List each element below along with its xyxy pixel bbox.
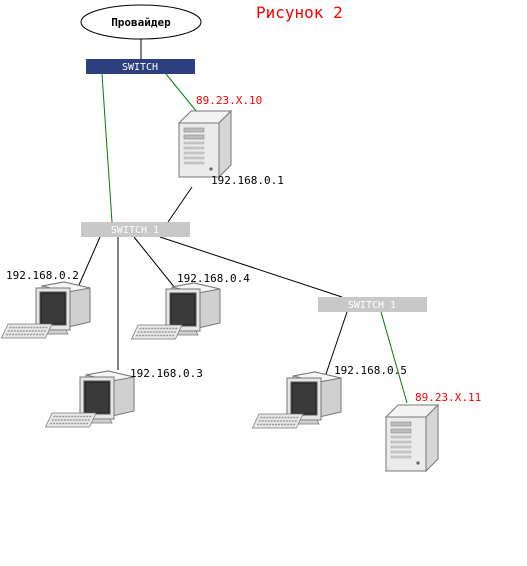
ip-pc-1: 192.168.0.2 xyxy=(6,269,79,282)
computer-icon xyxy=(130,282,221,340)
switch-main-label: SWITCH xyxy=(122,62,158,73)
server-icon xyxy=(178,110,232,178)
diagram-title: Рисунок 2 xyxy=(256,3,343,22)
provider-node: Провайдер xyxy=(80,4,202,40)
switch-1: SWITCH 1 xyxy=(81,222,190,237)
ip-server-top-external: 89.23.X.10 xyxy=(196,94,262,107)
switch-2-label: SWITCH 1 xyxy=(348,300,396,311)
ip-server-bottom-external: 89.23.X.11 xyxy=(415,391,481,404)
ip-pc-4: 192.168.0.5 xyxy=(334,364,407,377)
ip-pc-3: 192.168.0.4 xyxy=(177,272,250,285)
computer-icon xyxy=(44,370,135,428)
provider-label: Провайдер xyxy=(111,16,171,29)
link-server-top-switch1 xyxy=(167,186,193,223)
server-icon xyxy=(385,404,439,472)
connection-lines xyxy=(78,39,408,404)
link-switch-switch1 xyxy=(101,73,113,223)
computer-icon xyxy=(251,371,342,429)
computer-icon xyxy=(0,281,91,339)
ip-server-top-internal: 192.168.0.1 xyxy=(211,174,284,187)
link-switch-server-top xyxy=(165,73,198,113)
link-switch2-pc4 xyxy=(324,311,348,378)
link-switch2-server-bottom xyxy=(380,311,408,404)
link-switch1-switch2 xyxy=(159,236,343,298)
ip-pc-2: 192.168.0.3 xyxy=(130,367,203,380)
switch-2: SWITCH 1 xyxy=(318,297,427,312)
switch-main: SWITCH xyxy=(86,59,195,74)
link-switch1-pc3 xyxy=(133,236,176,289)
link-switch1-pc1 xyxy=(78,236,101,286)
switch-1-label: SWITCH 1 xyxy=(111,225,159,236)
